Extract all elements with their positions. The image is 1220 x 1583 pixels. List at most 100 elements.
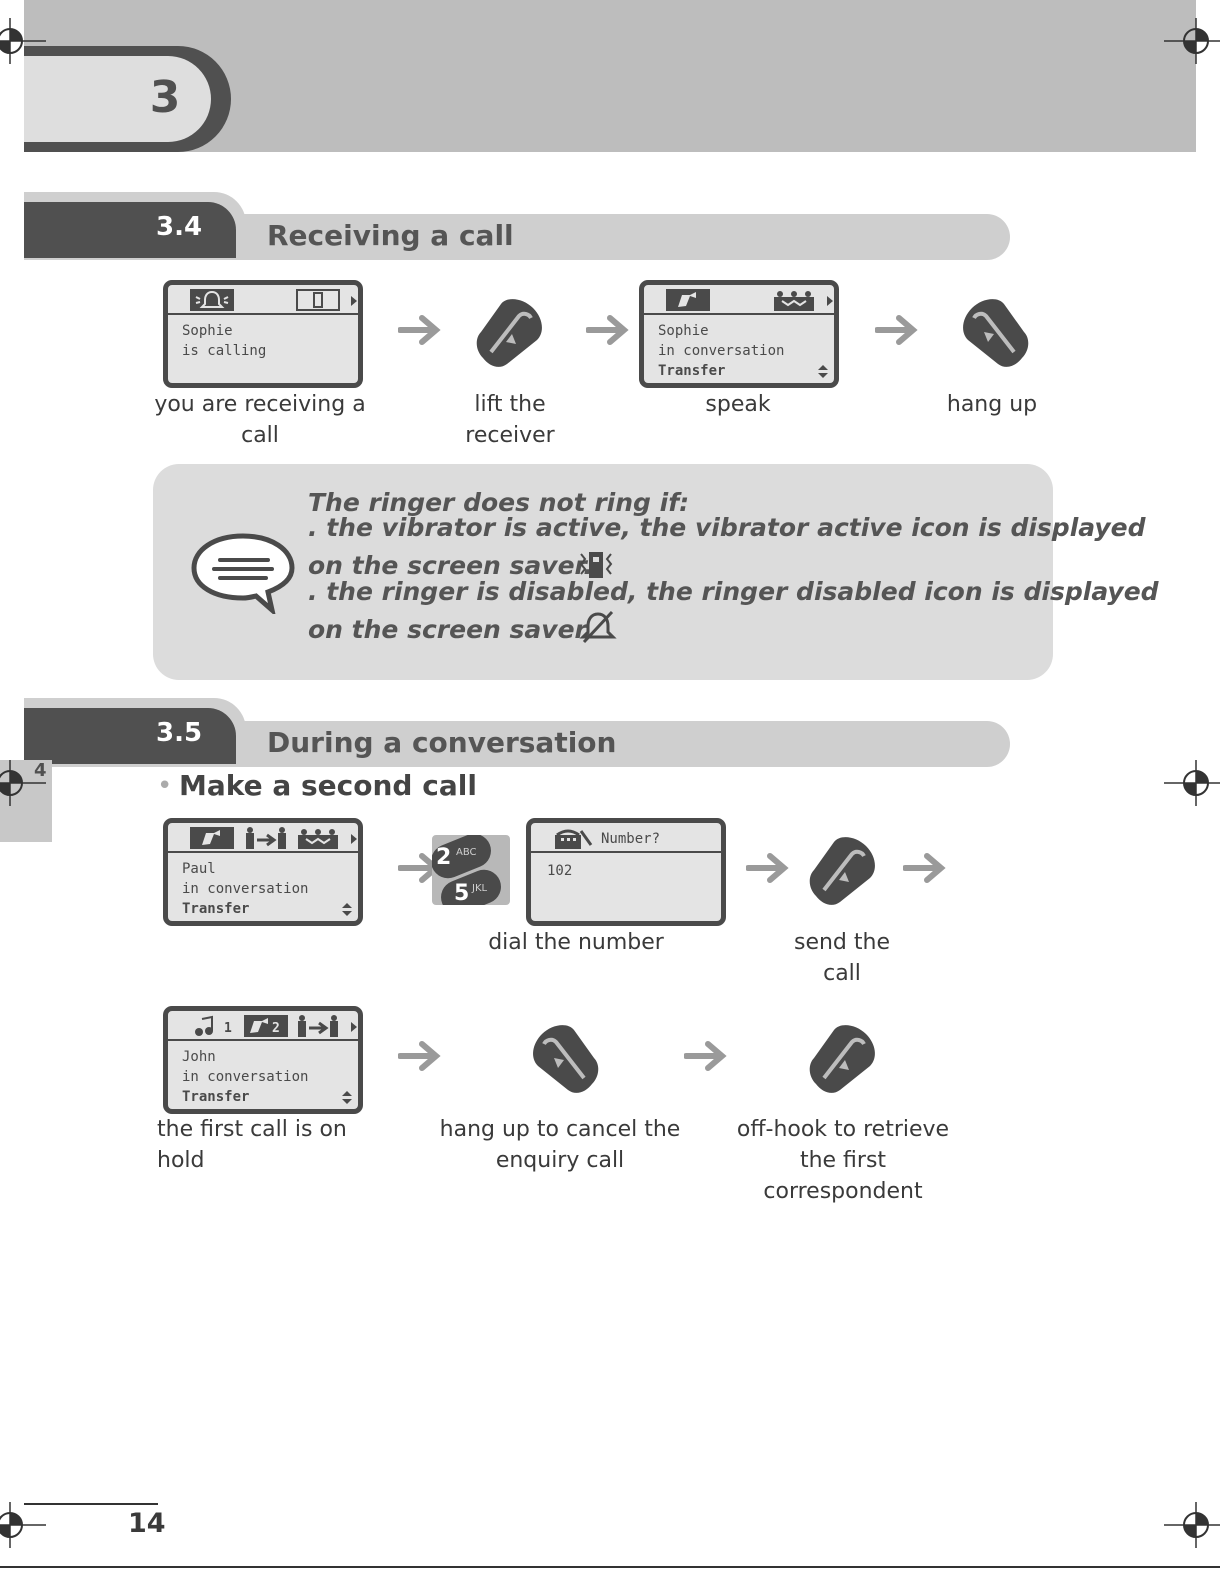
scroll-right-icon [351,296,357,306]
caption-line: lift the [474,392,546,417]
call-status: in conversation [658,343,785,359]
caller-name: Sophie [658,323,709,339]
arrow-right-icon [684,1041,727,1071]
chapter-number: 3 [149,72,181,123]
ringing-bell-icon [190,289,234,311]
caption-line: hold [157,1148,205,1173]
side-tab-number: 4 [34,760,47,781]
page-number: 14 [128,1508,166,1539]
key-2-letters: ABC [456,847,477,858]
arrow-right-icon [903,853,946,883]
registration-mark-icon [1164,760,1220,806]
screen-icon-strip [168,285,358,315]
scroll-right-icon [351,834,357,844]
arrow-right-icon [586,315,629,345]
softkey-transfer: Transfer [658,363,726,379]
caption-receiving: you are receiving a call [150,389,370,451]
phone-screen-john: 1 2 John in conversation Transfer [163,1006,363,1114]
caller-name: Paul [182,861,216,877]
call-status: is calling [182,343,267,359]
caption-line: off-hook to retrieve [736,1117,950,1142]
screen-icon-strip: Number? [531,823,721,853]
caption-line: hang up to cancel the [439,1117,681,1142]
handset-lift-icon [476,299,542,367]
caption-on-hold: the first call is on hold [157,1114,387,1176]
key-5-letters: JKL [472,883,488,894]
bottom-trim-line [0,1566,1220,1568]
note-line: on the screen saver. [308,615,593,644]
arrow-right-icon [398,1041,441,1071]
chapter-tab-inner [24,56,211,142]
caption-retrieve: off-hook to retrieve the first correspon… [724,1114,962,1207]
softkey-transfer: Transfer [182,901,250,917]
caption-line: the first [799,1148,887,1173]
registration-mark-icon [0,1502,46,1548]
handset-active-icon [666,289,710,311]
handset-offhook-icon [809,1025,875,1093]
caption-line: send the [793,930,890,955]
handset-send-icon [809,837,875,905]
caption-cancel-enquiry: hang up to cancel the enquiry call [436,1114,684,1176]
arrow-right-icon [746,853,789,883]
scroll-down-icon [818,373,828,378]
scroll-up-icon [818,365,828,370]
phone-screen-dialing: Number? 102 [526,818,726,926]
scroll-down-icon [342,1099,352,1104]
caption-line: receiver [465,423,555,448]
vibrator-active-icon [579,552,613,578]
vibrator-icon [296,289,340,311]
registration-mark-icon [1164,1502,1220,1548]
hold-index: 1 [224,1021,232,1036]
call-status: in conversation [182,1069,309,1085]
note-line: . the vibrator is active, the vibrator a… [308,513,1146,542]
transfer-icon [244,827,288,849]
ringer-disabled-icon [579,610,617,644]
section-tab [24,202,236,258]
caption-lift-receiver: lift the receiver [440,389,580,451]
registration-mark-icon [0,18,46,64]
conference-icon [772,289,816,311]
softkey-transfer: Transfer [182,1089,250,1105]
caption-line: you are receiving a [154,392,366,417]
scroll-up-icon [342,903,352,908]
caption-line: call [823,961,861,986]
screen-icon-strip: 1 2 [168,1011,358,1041]
call-on-hold-icon: 1 [190,1015,234,1037]
caption-speak: speak [705,392,771,417]
key-5-digit: 5 [454,881,470,905]
key-2-digit: 2 [436,845,452,870]
section-tab [24,708,236,764]
caption-line: correspondent [763,1179,923,1204]
side-tab [0,760,52,842]
transfer-icon [296,1015,340,1037]
handset-active-icon: 2 [244,1015,288,1037]
scroll-up-icon [342,1091,352,1096]
dialed-number: 102 [547,863,573,879]
caption-line: call [241,423,279,448]
note-line: . the ringer is disabled, the ringer dis… [308,577,1159,606]
caption-hang-up: hang up [946,392,1038,417]
phone-screen-paul: Paul in conversation Transfer [163,818,363,926]
dialing-phone-icon [553,827,593,849]
scroll-right-icon [351,1022,357,1032]
caption-dial: dial the number [488,930,664,955]
speech-bubble-icon [191,533,295,614]
arrow-right-icon [398,315,441,345]
caller-name: Sophie [182,323,233,339]
caller-name: John [182,1049,216,1065]
arrow-right-icon [875,315,918,345]
subsection-title: Make a second call [179,769,477,802]
handset-hangup-icon [533,1025,599,1093]
active-index: 2 [272,1021,280,1036]
screen-icon-strip [644,285,834,315]
phone-screen-incoming: Sophie is calling [163,280,363,388]
note-heading: The ringer does not ring if: [308,488,690,517]
screen-icon-strip [168,823,358,853]
note-line: on the screen saver. [308,551,593,580]
scroll-right-icon [827,296,833,306]
section-number: 3.5 [156,718,203,748]
call-status: in conversation [182,881,309,897]
caption-line: enquiry call [495,1148,625,1173]
caption-line: the first call is on [157,1117,347,1142]
number-prompt: Number? [601,831,661,847]
